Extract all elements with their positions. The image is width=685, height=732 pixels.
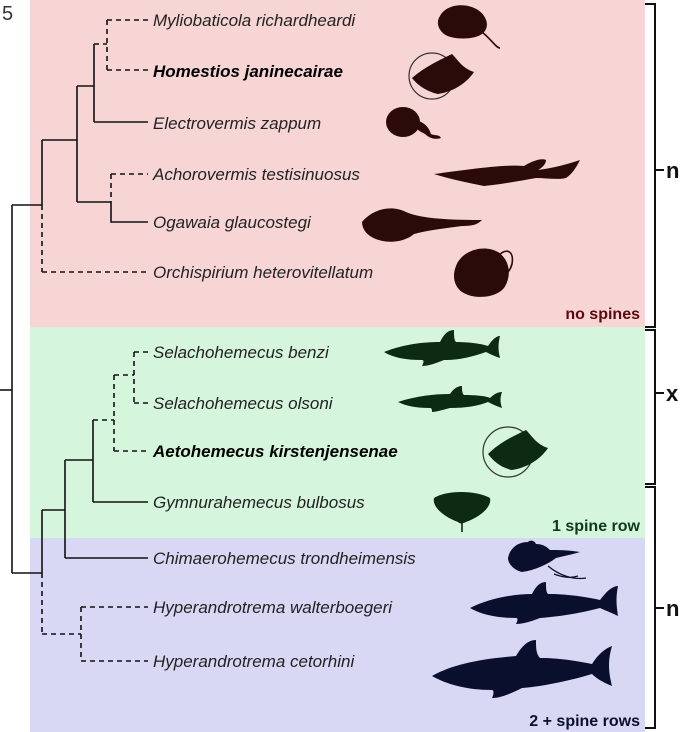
taxon-label: Aetohemecus kirstenjensenae xyxy=(152,442,398,461)
taxon-label: Orchispirium heterovitellatum xyxy=(153,263,373,282)
region-label-two-spine: 2 + spine rows xyxy=(529,713,640,730)
bracket-top xyxy=(645,3,656,328)
taxon-label: Achorovermis testisinuosus xyxy=(152,165,360,184)
taxon-label: Ogawaia glaucostegi xyxy=(153,213,312,232)
sawfish-icon xyxy=(434,159,580,186)
region-label-one-spine: 1 spine row xyxy=(552,518,641,535)
bracket-middle xyxy=(645,329,656,485)
ray-icon xyxy=(454,248,514,297)
bracket-bottom xyxy=(645,486,656,729)
taxon-label: Homestios janinecairae xyxy=(153,62,343,81)
region-one-spine-bg xyxy=(30,327,645,538)
ploidy-brackets xyxy=(645,3,664,729)
chimaera-icon xyxy=(508,540,587,580)
region-label-no-spines: no spines xyxy=(565,306,640,323)
ray-icon xyxy=(437,5,501,49)
region-two-spine-bg xyxy=(30,538,645,732)
taxon-label: Hyperandrotrema cetorhini xyxy=(153,652,355,671)
ploidy-label: n xyxy=(666,596,679,621)
sawfish-icon xyxy=(362,208,482,242)
shark-icon xyxy=(398,386,502,412)
panel-label: 5 xyxy=(2,3,13,25)
branch-ogawaia xyxy=(110,202,148,223)
taxon-label: Selachohemecus olsoni xyxy=(153,394,334,413)
tree-branches xyxy=(0,19,148,662)
shark-icon xyxy=(384,330,500,366)
taxon-label: Gymnurahemecus bulbosus xyxy=(153,493,365,512)
taxon-label: Myliobaticola richardheardi xyxy=(153,11,356,30)
ploidy-label: x xyxy=(666,381,679,406)
eagle-ray-icon xyxy=(408,52,474,100)
taxon-labels: Myliobaticola richardheardi Homestios ja… xyxy=(152,11,416,671)
silhouettes xyxy=(362,5,618,698)
shark-icon xyxy=(470,582,618,624)
taxon-label: Chimaerohemecus trondheimensis xyxy=(153,549,416,568)
taxon-label: Hyperandrotrema walterboegeri xyxy=(153,598,393,617)
basking-shark-icon xyxy=(432,640,612,698)
ploidy-label: n xyxy=(666,158,679,183)
taxon-label: Electrovermis zappum xyxy=(153,114,321,133)
skate-icon xyxy=(386,107,441,139)
taxon-label: Selachohemecus benzi xyxy=(153,343,330,362)
eagle-ray-icon xyxy=(482,426,548,478)
butterfly-ray-icon xyxy=(433,492,491,532)
